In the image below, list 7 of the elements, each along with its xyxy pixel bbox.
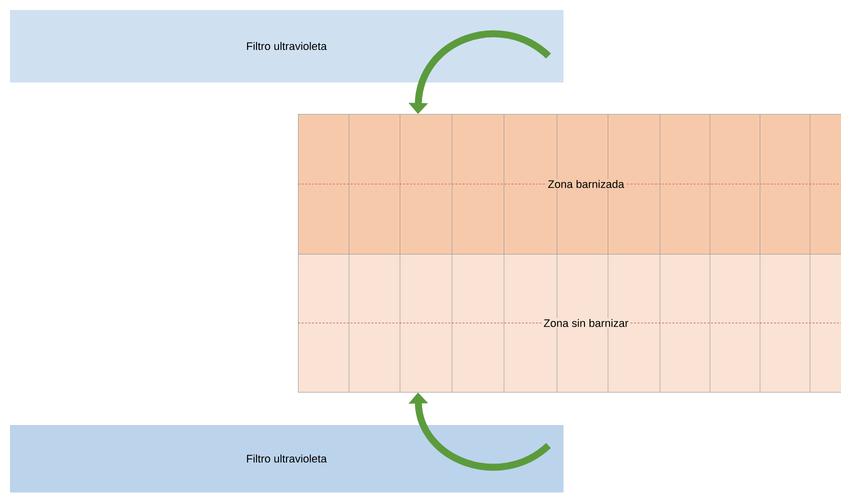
zone-band (298, 254, 841, 392)
filter-band (10, 10, 564, 82)
zone-band (298, 114, 841, 254)
filter-band (10, 425, 564, 492)
band-label: Zona sin barnizar (542, 318, 630, 328)
band-label: Filtro ultravioleta (245, 40, 328, 52)
band-label: Filtro ultravioleta (245, 453, 328, 464)
